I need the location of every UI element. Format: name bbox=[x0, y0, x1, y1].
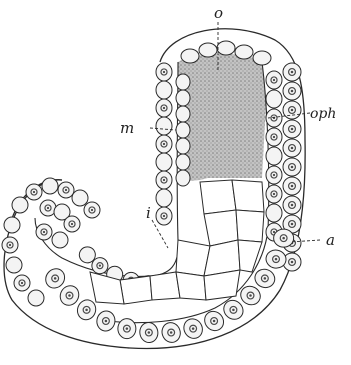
cell bbox=[156, 99, 172, 117]
cell bbox=[266, 147, 282, 165]
cell bbox=[283, 139, 301, 157]
cell bbox=[118, 319, 136, 339]
cell bbox=[156, 153, 172, 171]
cell bbox=[235, 45, 253, 59]
cell bbox=[159, 320, 183, 345]
cell bbox=[42, 178, 58, 194]
label-oph: oph bbox=[310, 106, 336, 122]
yolk-cell bbox=[150, 272, 180, 300]
label-m: m bbox=[120, 119, 134, 137]
cell bbox=[58, 182, 74, 198]
cell bbox=[266, 90, 282, 108]
cell bbox=[181, 49, 199, 63]
yolk-cell bbox=[232, 180, 264, 212]
cell bbox=[52, 232, 68, 248]
cell bbox=[40, 200, 56, 216]
cell bbox=[266, 71, 282, 89]
cell bbox=[95, 310, 116, 333]
cell bbox=[274, 229, 294, 247]
cell bbox=[176, 170, 190, 186]
cell bbox=[138, 321, 159, 344]
cell bbox=[283, 120, 301, 138]
cell bbox=[176, 138, 190, 154]
cell bbox=[176, 106, 190, 122]
cell bbox=[12, 197, 28, 213]
yolk-cell bbox=[236, 210, 264, 242]
cell bbox=[283, 82, 301, 100]
cell bbox=[156, 135, 172, 153]
cell bbox=[266, 185, 282, 203]
cell bbox=[156, 189, 172, 207]
cell bbox=[283, 158, 301, 176]
yolk-cell bbox=[238, 240, 262, 272]
cell bbox=[266, 128, 282, 146]
cell-column-left bbox=[156, 63, 190, 225]
cell bbox=[201, 308, 228, 335]
cell bbox=[266, 204, 282, 222]
cell bbox=[180, 315, 206, 341]
cell bbox=[253, 51, 271, 65]
cell bbox=[252, 267, 277, 291]
label-o: o bbox=[214, 4, 223, 22]
cell bbox=[283, 196, 301, 214]
cell bbox=[199, 43, 217, 57]
yolk-cell bbox=[120, 276, 152, 304]
cell bbox=[6, 257, 22, 273]
shaded-region bbox=[178, 54, 266, 182]
cell bbox=[2, 237, 18, 253]
cell bbox=[28, 290, 44, 306]
cell bbox=[156, 171, 172, 189]
cell bbox=[283, 177, 301, 195]
cell bbox=[75, 297, 99, 322]
cell bbox=[36, 224, 52, 240]
cell bbox=[64, 216, 80, 232]
yolk-cell bbox=[176, 272, 206, 300]
cell bbox=[176, 154, 190, 170]
cell bbox=[84, 202, 100, 218]
cell bbox=[156, 117, 172, 135]
cell bbox=[176, 74, 190, 90]
cell bbox=[156, 63, 172, 81]
cell bbox=[72, 190, 88, 206]
label-a: a bbox=[326, 231, 335, 249]
cell bbox=[266, 166, 282, 184]
cell bbox=[283, 63, 301, 81]
yolk-cell bbox=[200, 180, 236, 214]
cell bbox=[176, 122, 190, 138]
cell bbox=[4, 217, 20, 233]
cell bbox=[283, 101, 301, 119]
cell bbox=[26, 184, 42, 200]
cell bbox=[176, 90, 190, 106]
label-i: i bbox=[146, 204, 151, 222]
cell bbox=[14, 275, 30, 291]
cell bbox=[156, 207, 172, 225]
cell bbox=[156, 81, 172, 99]
cell bbox=[217, 41, 235, 55]
